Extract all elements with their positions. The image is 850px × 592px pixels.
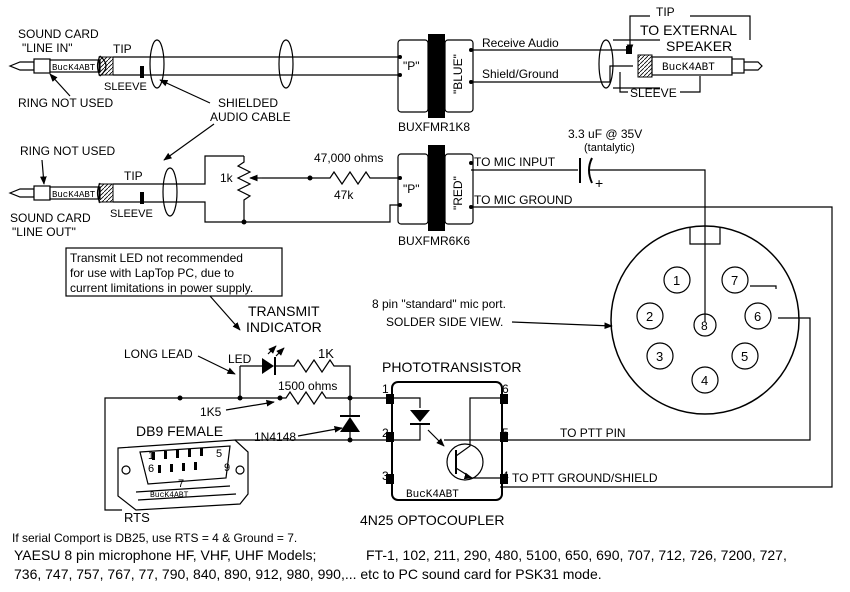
mic-caption-1: 8 pin "standard" mic port.: [372, 297, 506, 311]
mic-pin-4: 4: [701, 373, 708, 388]
db9-pin-6: 6: [148, 463, 154, 475]
opto-pin-1: 1: [382, 382, 389, 396]
optocoupler-label: 4N25 OPTOCOUPLER: [360, 512, 504, 528]
opto-brand: BucK4ABT: [406, 489, 459, 501]
to-ptt-pin-label: TO PTT PIN: [560, 426, 626, 440]
line-out-plug: [8, 182, 150, 204]
note-line-2: for use with LapTop PC, due to: [70, 266, 234, 280]
footer-line-1a: YAESU 8 pin microphone HF, VHF, UHF Mode…: [14, 547, 316, 563]
laptop-note-box: [65, 247, 283, 297]
plug-brand-2: BucK4ABT: [52, 190, 96, 200]
optocoupler-4n25: [386, 381, 508, 501]
shielded-cable-label: SHIELDED: [218, 96, 278, 110]
transformer-part-label: BUXFMR1K8: [398, 120, 470, 134]
db25-note: If serial Comport is DB25, use RTS = 4 &…: [12, 531, 297, 545]
resistor-1k5-label: 1K5: [200, 405, 222, 419]
transformer-color-label-2: "RED": [451, 176, 465, 210]
ext-tip-label: TIP: [656, 5, 675, 19]
cap-plus-label: +: [595, 175, 603, 191]
opto-pin-5: 5: [502, 426, 509, 440]
ext-plug-brand: BucK4ABT: [662, 62, 715, 74]
shield-ellipse: [278, 39, 294, 89]
led-diode: [240, 345, 285, 375]
shield-ellipse: [162, 167, 178, 217]
mic-pin-6: 6: [754, 309, 761, 324]
opto-pin-3: 3: [382, 469, 389, 483]
db9-title: DB9 FEMALE: [136, 423, 223, 439]
db9-brand: BucK4ABT: [150, 491, 189, 500]
opto-pin-6: 6: [502, 382, 509, 396]
mic-caption-2: SOLDER SIDE VIEW.: [386, 315, 503, 329]
sound-card-line-in-label: SOUND CARD: [18, 27, 99, 41]
shield-ellipse: [598, 39, 614, 89]
external-speaker-plug: [637, 54, 763, 78]
indicator-label: INDICATOR: [246, 319, 322, 335]
ext-sleeve-label: SLEEVE: [630, 86, 677, 100]
sleeve-label: SLEEVE: [104, 81, 147, 93]
pot-value-label: 1k: [220, 171, 234, 185]
tip-label-2: TIP: [124, 169, 143, 183]
mic-pin-1: 1: [673, 273, 680, 288]
sound-card-line-out-label: SOUND CARD: [10, 211, 91, 225]
capacitor: [579, 157, 593, 184]
cap-type-label: (tantalytic): [584, 142, 635, 154]
receive-audio-label: Receive Audio: [482, 36, 559, 50]
transmit-label: TRANSMIT: [248, 303, 320, 319]
tip-label: TIP: [113, 42, 132, 56]
shield-ground-label: Shield/Ground: [482, 67, 559, 81]
resistor-1k-label: 1K: [318, 346, 334, 361]
transformer-red: [397, 145, 474, 231]
footer-line-2: 736, 747, 757, 767, 77, 790, 840, 890, 9…: [14, 566, 602, 582]
to-external-label: TO EXTERNAL: [640, 22, 737, 38]
phototransistor-label: PHOTOTRANSISTOR: [382, 359, 522, 375]
ring-not-used-label-2: RING NOT USED: [20, 144, 115, 158]
db9-connector: [117, 439, 249, 511]
led-label: LED: [228, 352, 252, 366]
rts-label: RTS: [124, 510, 150, 525]
mic-pin-5: 5: [741, 349, 748, 364]
shielded-cable-label-2: AUDIO CABLE: [210, 110, 291, 124]
note-line-1: Transmit LED not recommended: [70, 251, 243, 265]
mic-connector-8pin: [610, 225, 800, 415]
sleeve-label-2: SLEEVE: [110, 208, 153, 220]
resistor-47k-label: 47k: [334, 188, 354, 202]
mic-pin-8: 8: [701, 319, 708, 333]
note-line-3: current limitations in power supply.: [70, 281, 253, 295]
db9-pin-1: 1: [148, 450, 154, 462]
footer-line-1b: FT-1, 102, 211, 290, 480, 5100, 650, 690…: [366, 547, 787, 563]
resistor-ohms-label: 47,000 ohms: [314, 151, 383, 165]
shield-ellipse: [149, 39, 165, 89]
cap-value-label: 3.3 uF @ 35V: [568, 127, 642, 141]
potentiometer-1k: [236, 156, 262, 225]
to-ptt-ground-label: TO PTT GROUND/SHIELD: [512, 471, 658, 485]
db9-pin-5: 5: [216, 448, 222, 460]
plug-brand: BucK4ABT: [52, 63, 96, 73]
opto-pin-2: 2: [382, 426, 389, 440]
mic-pin-2: 2: [646, 309, 653, 324]
speaker-label: SPEAKER: [666, 38, 732, 54]
to-mic-ground-label: TO MIC GROUND: [474, 193, 573, 207]
transformer-blue: [397, 34, 474, 118]
sound-card-line-in-label-2: "LINE IN": [22, 41, 73, 55]
opto-pin-4: 4: [502, 469, 509, 483]
db9-pin-9: 9: [224, 462, 230, 474]
transformer-color-label: "BLUE": [451, 54, 465, 94]
to-mic-input-label: TO MIC INPUT: [474, 155, 556, 169]
sound-card-line-out-label-2: "LINE OUT": [12, 225, 76, 239]
resistor-1500-label: 1500 ohms: [278, 379, 337, 393]
db9-pin-7: 7: [178, 478, 184, 490]
mic-pin-7: 7: [731, 273, 738, 288]
ring-not-used-label: RING NOT USED: [18, 96, 113, 110]
mic-pin-3: 3: [656, 349, 663, 364]
diode-1n4148: [340, 398, 360, 440]
long-lead-label: LONG LEAD: [124, 347, 193, 361]
diode-label: 1N4148: [254, 430, 296, 444]
transformer-primary-label-2: "P": [403, 182, 420, 196]
transformer-part-label-2: BUXFMR6K6: [398, 234, 470, 248]
transformer-primary-label: "P": [403, 59, 420, 73]
